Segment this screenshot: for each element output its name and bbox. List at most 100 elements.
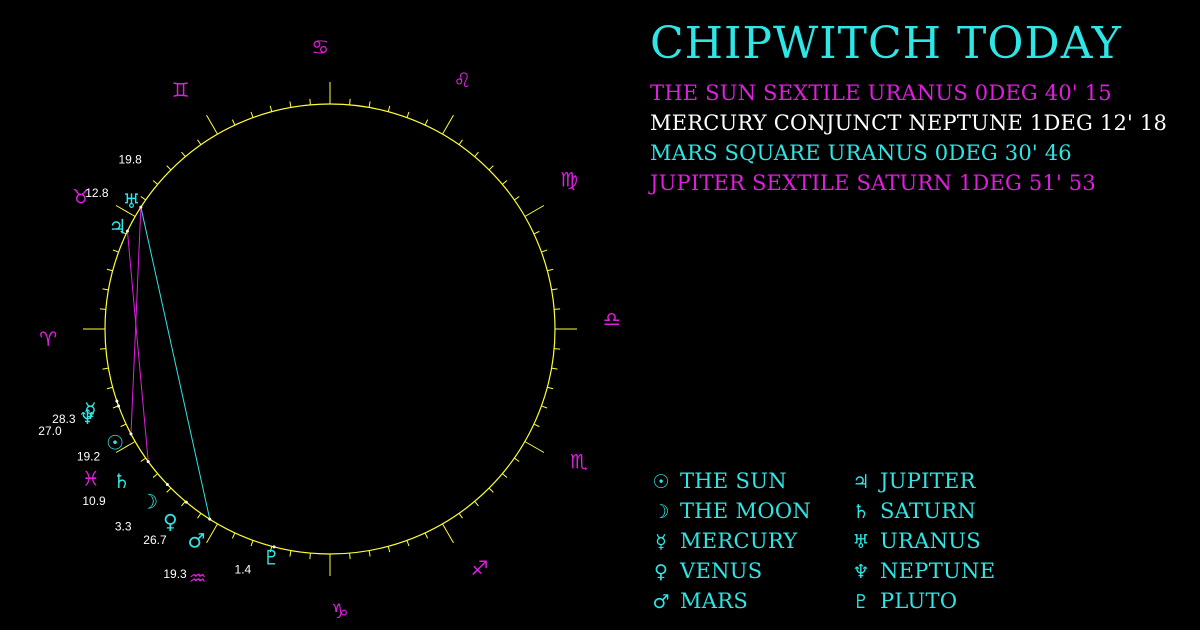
legend-item: ♂MARS	[648, 586, 811, 616]
venus-degree-label: 26.7	[143, 533, 167, 547]
libra-icon: ♎	[603, 307, 621, 331]
pluto-icon: ♇	[262, 546, 280, 570]
mars-icon: ♂	[187, 528, 205, 552]
minor-tick	[231, 532, 236, 539]
legend-label: URANUS	[880, 529, 981, 553]
major-tick	[524, 205, 545, 217]
uranus-degree-label: 19.8	[119, 153, 143, 167]
degree-ticks	[83, 82, 577, 576]
uranus-icon: ♅	[852, 531, 870, 553]
minor-tick	[231, 119, 236, 126]
minor-tick	[181, 151, 186, 157]
aspect-list: THE SUN SEXTILE URANUS 0DEG 40' 15 MERCU…	[650, 78, 1167, 198]
legend-label: NEPTUNE	[880, 559, 996, 583]
neptune-degree-label: 27.0	[38, 424, 62, 438]
minor-tick	[197, 139, 202, 145]
mars-degree-label: 19.3	[163, 567, 187, 581]
minor-tick	[547, 386, 554, 390]
minor-tick	[120, 230, 127, 235]
zodiac-signs: ♈♉♊♋♌♍♎♏♐♑♒♓	[39, 35, 621, 623]
major-tick	[206, 114, 218, 135]
minor-tick	[140, 457, 146, 462]
sun-icon: ☉	[106, 430, 124, 454]
moon-position-dot	[165, 482, 169, 486]
minor-tick	[349, 98, 351, 105]
jupiter-icon: ♃	[852, 471, 870, 493]
virgo-icon: ♍	[560, 168, 578, 192]
major-tick	[115, 441, 136, 453]
minor-tick	[488, 487, 494, 493]
minor-tick	[166, 165, 172, 171]
legend-label: MARS	[680, 589, 749, 613]
aspect-lines	[116, 207, 211, 520]
minor-tick	[197, 513, 202, 519]
legend-item: ☿ MERCURY	[648, 526, 811, 556]
legend-label: VENUS	[680, 559, 763, 583]
minor-tick	[166, 487, 172, 493]
minor-tick	[474, 501, 479, 507]
minor-tick	[514, 457, 520, 462]
minor-tick	[406, 540, 410, 547]
mercury-degree-label: 28.3	[52, 412, 76, 426]
minor-tick	[514, 196, 520, 201]
major-tick	[524, 441, 545, 453]
legend-label: MERCURY	[680, 529, 798, 553]
minor-tick	[554, 308, 561, 310]
minor-tick	[309, 553, 311, 560]
legend-item: ♇PLUTO	[848, 586, 995, 616]
legend-item: ♀VENUS	[648, 556, 811, 586]
minor-tick	[120, 423, 127, 428]
minor-tick	[547, 268, 554, 272]
minor-tick	[181, 501, 186, 507]
aspect-item: MERCURY CONJUNCT NEPTUNE 1DEG 12' 18	[650, 111, 1168, 135]
jupiter-icon: ♃	[109, 214, 127, 238]
uranus-icon: ♅	[123, 189, 141, 213]
sun-icon: ☉	[652, 471, 670, 493]
mercury-icon: ☿	[655, 531, 667, 553]
legend-item: ☉THE SUN	[648, 466, 811, 496]
minor-tick	[102, 288, 109, 291]
minor-tick	[551, 288, 558, 291]
minor-tick	[368, 101, 371, 108]
major-tick	[115, 205, 136, 217]
saturn-icon: ♄	[113, 469, 131, 493]
aspect-item: MARS SQUARE URANUS 0DEG 30' 46	[650, 141, 1072, 165]
minor-tick	[250, 540, 254, 547]
minor-tick	[250, 111, 254, 118]
minor-tick	[106, 268, 113, 272]
minor-tick	[349, 553, 351, 560]
minor-tick	[502, 180, 508, 185]
legend-item: ☽THE MOON	[648, 496, 811, 526]
leo-icon: ♌	[453, 68, 471, 92]
neptune-icon: ♆	[79, 405, 97, 429]
minor-tick	[424, 532, 429, 539]
legend-item: ♄ SATURN	[848, 496, 995, 526]
minor-tick	[387, 546, 391, 553]
legend-item: ♆NEPTUNE	[848, 556, 995, 586]
minor-tick	[424, 119, 429, 126]
chart-ring	[104, 103, 556, 555]
minor-tick	[106, 386, 113, 390]
venus-position-dot	[184, 500, 188, 504]
saturn-position-dot	[146, 460, 150, 464]
aspect-item: JUPITER SEXTILE SATURN 1DEG 51' 53	[650, 171, 1096, 195]
legend-label: JUPITER	[880, 469, 976, 493]
saturn-icon: ♄	[852, 501, 870, 523]
jupiter-degree-label: 12.8	[85, 186, 109, 200]
mercury-position-dot	[115, 399, 119, 403]
pluto-position-dot	[272, 545, 276, 549]
mars-position-dot	[208, 517, 212, 521]
legend-label: SATURN	[880, 499, 977, 523]
minor-tick	[387, 105, 391, 112]
minor-tick	[112, 249, 119, 253]
minor-tick	[541, 405, 548, 409]
minor-tick	[99, 308, 106, 310]
legend-label: THE MOON	[680, 499, 812, 523]
planet-markers: ☉19.2☽3.3☿28.3♀26.7♂19.3♃12.8♄10.9♅19.8♆…	[38, 153, 280, 582]
moon-degree-label: 3.3	[115, 520, 132, 534]
legend-label: PLUTO	[880, 589, 958, 613]
minor-tick	[551, 367, 558, 370]
major-tick	[442, 114, 454, 135]
mercury-icon: ☿	[84, 398, 96, 422]
pisces-icon: ♓	[82, 466, 100, 490]
